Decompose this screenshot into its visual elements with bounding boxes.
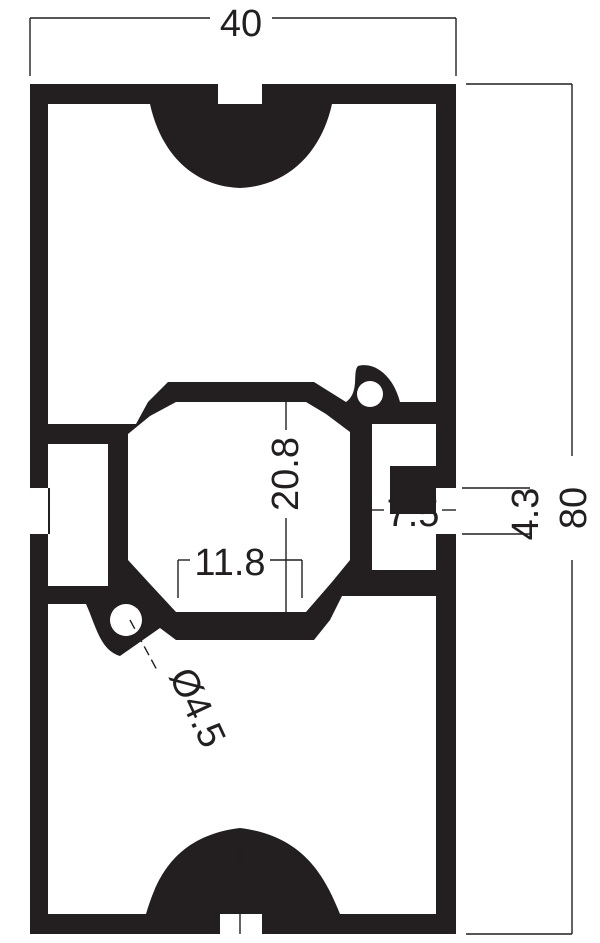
upper-screw-hole	[357, 381, 383, 407]
overall-width-label: 40	[220, 3, 262, 45]
slot-opening-label: 4.3	[505, 488, 547, 541]
groove-width-label: 8	[230, 869, 251, 911]
core-width-label: 11.8	[194, 542, 265, 584]
core-height-label: 20.8	[265, 437, 307, 511]
screw-hole-label: Ø4.5	[160, 662, 233, 754]
slot-depth-label: 7.5	[387, 493, 440, 535]
dimension-lines	[29, 17, 573, 935]
overall-height-label: 80	[553, 487, 595, 529]
lower-screw-hole	[110, 604, 142, 636]
